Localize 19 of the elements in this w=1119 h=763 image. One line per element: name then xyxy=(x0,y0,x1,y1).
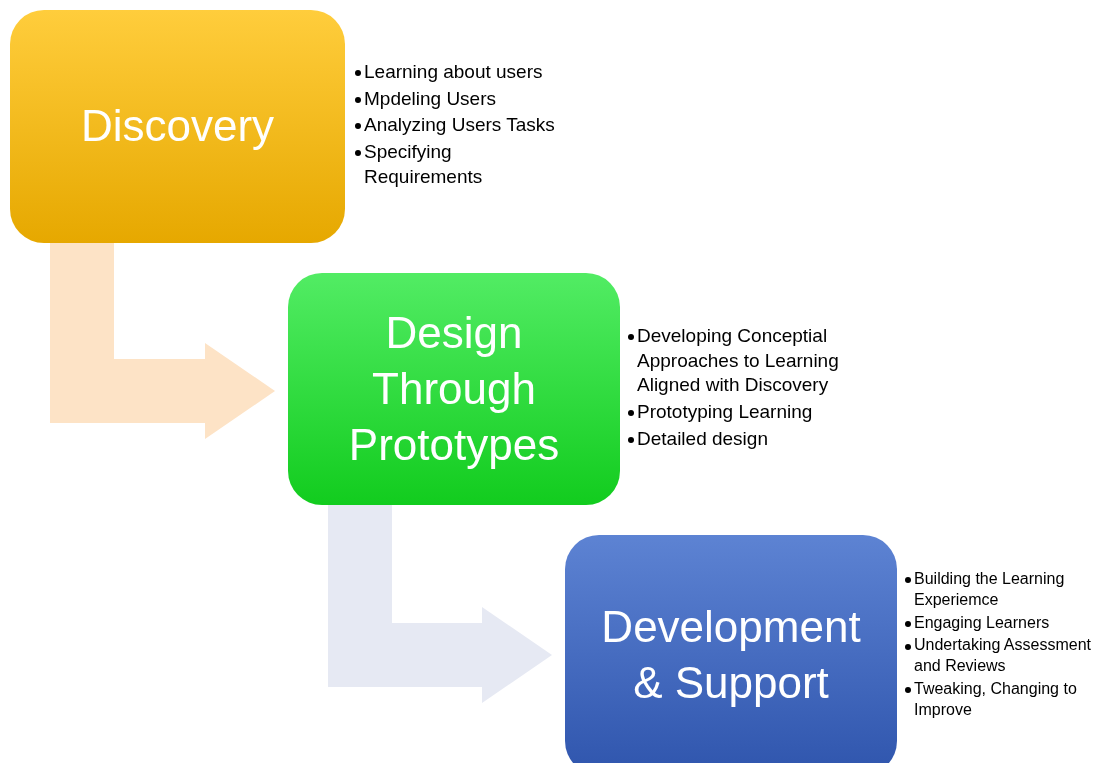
stage-box xyxy=(565,535,897,763)
stage-title: Development & Support xyxy=(600,600,862,709)
bullet-text: Mpdeling Users xyxy=(364,86,496,111)
bullet-text: Analyzing Users Tasks xyxy=(364,113,555,138)
bullet-text: Detailed design xyxy=(637,426,768,451)
stage-box xyxy=(288,273,620,505)
bullet-text: Engaging Learners xyxy=(914,612,1050,633)
bullet-text: Specifying Requirements xyxy=(364,140,484,189)
bullet-text: Undertaking Assessment and Reviews xyxy=(914,635,1092,677)
stage-box xyxy=(10,10,345,243)
bullet-text: Developing Conceptial Approaches to Learning Aligned with Discovery xyxy=(637,324,840,398)
stage-title: Design Through Prototypes xyxy=(347,306,561,472)
bullet-text: Prototyping Learning xyxy=(637,400,813,425)
bullet-text: Tweaking, Changing to Improve xyxy=(914,679,1078,720)
bullet-text: Building the Learning Experiemce xyxy=(914,569,1066,610)
stage-title: Discovery xyxy=(79,100,276,153)
bullet-text: Learning about users xyxy=(364,60,543,84)
bent-arrow xyxy=(328,505,552,703)
bent-arrow xyxy=(50,243,275,439)
